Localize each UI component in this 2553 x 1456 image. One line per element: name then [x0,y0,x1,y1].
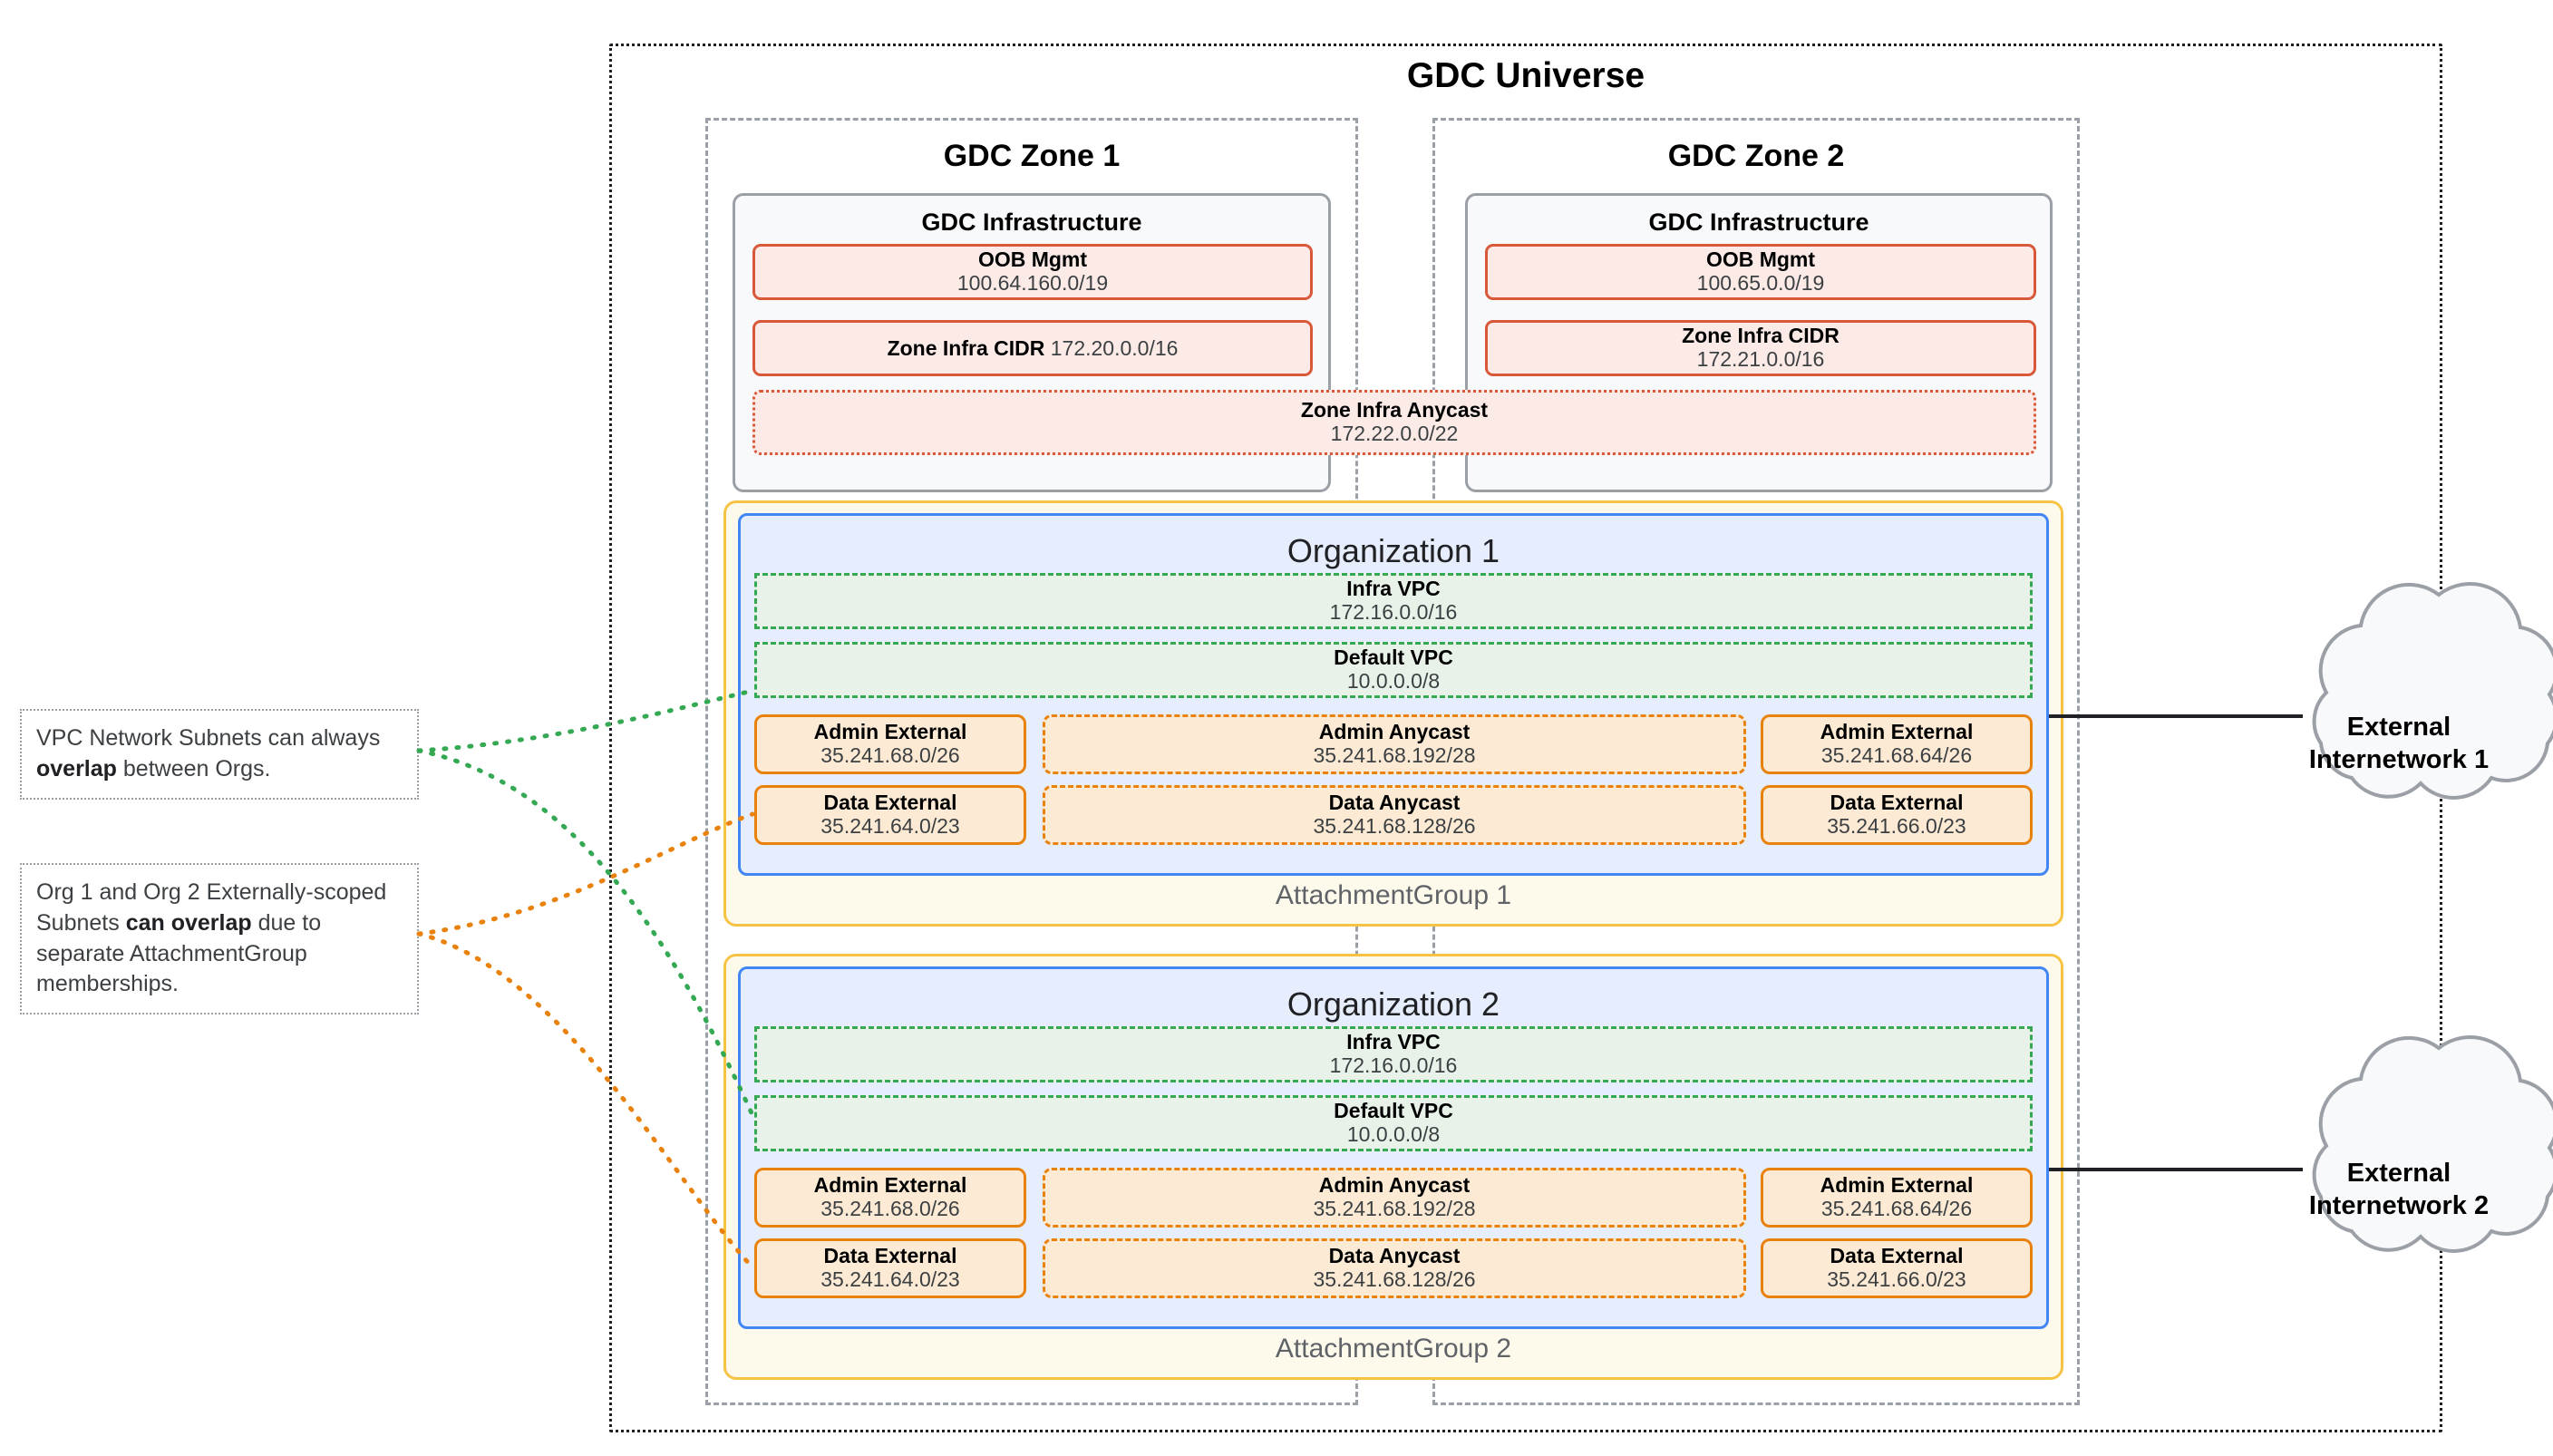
org-2-data-external-right: Data External 35.241.66.0/23 [1761,1238,2033,1298]
org-1-data-external-right: Data External 35.241.66.0/23 [1761,785,2033,845]
org-2-admin-anycast-label: Admin Anycast [1318,1172,1471,1197]
org-2-infra-vpc-cidr: 172.16.0.0/16 [1329,1053,1458,1078]
org-1-admin-external-right-cidr: 35.241.68.64/26 [1820,743,1973,768]
organization-2-title: Organization 2 [1286,985,1500,1023]
note-2-text-before: Org 1 and Org 2 Externally-scoped Subnet… [36,879,387,936]
org-2-admin-anycast: Admin Anycast 35.241.68.192/28 [1043,1168,1746,1228]
org-2-admin-external-right: Admin External 35.241.68.64/26 [1761,1168,2033,1228]
zone-1-infra-cidr-value: 172.20.0.0/16 [1050,335,1179,360]
zone-2-oob-mgmt-label: OOB Mgmt [1705,247,1816,271]
org-1-default-vpc-label: Default VPC [1334,645,1453,669]
zone-2-oob-mgmt-cidr: 100.65.0.0/19 [1696,271,1825,296]
org-2-data-external-left-label: Data External [823,1243,957,1267]
gdc-zone-2-title: GDC Zone 2 [1667,139,1845,173]
external-internetwork-2-line1: External [2346,1158,2451,1188]
org-1-infra-vpc-box: Infra VPC 172.16.0.0/16 [754,573,2033,629]
external-internetwork-2-label: External Internetwork 2 [2254,1157,2544,1223]
zone-1-oob-mgmt-box: OOB Mgmt 100.64.160.0/19 [752,244,1313,300]
org-2-data-external-left-cidr: 35.241.64.0/23 [820,1267,960,1292]
org-2-infra-vpc-label: Infra VPC [1346,1029,1441,1053]
zone-1-infra-cidr-label: Zone Infra CIDR [887,335,1045,360]
org-1-admin-anycast: Admin Anycast 35.241.68.192/28 [1043,714,1746,774]
note-1-emphasis: overlap [36,755,117,781]
org-1-data-external-left: Data External 35.241.64.0/23 [754,785,1026,845]
zone-1-infra-cidr-line: Zone Infra CIDR 172.20.0.0/16 [888,336,1179,361]
org-1-admin-anycast-label: Admin Anycast [1318,719,1471,743]
org-1-data-external-left-cidr: 35.241.64.0/23 [820,814,960,839]
org-1-default-vpc-cidr: 10.0.0.0/8 [1346,669,1441,694]
note-1-text-after: between Orgs. [116,755,271,781]
zone-2-oob-mgmt-box: OOB Mgmt 100.65.0.0/19 [1485,244,2036,300]
zone-infra-anycast-label: Zone Infra Anycast [1300,397,1489,422]
zone-2-infra-cidr-label: Zone Infra CIDR [1682,323,1840,347]
org-1-admin-external-left: Admin External 35.241.68.0/26 [754,714,1026,774]
zone-2-infra-cidr-box: Zone Infra CIDR 172.21.0.0/16 [1485,320,2036,376]
org-1-admin-external-left-cidr: 35.241.68.0/26 [820,743,960,768]
zone-1-infra-cidr-box: Zone Infra CIDR 172.20.0.0/16 [752,320,1313,376]
note-external-subnet-overlap: Org 1 and Org 2 Externally-scoped Subnet… [20,863,419,1014]
note-2-emphasis: can overlap [125,909,252,936]
org-2-default-vpc-cidr: 10.0.0.0/8 [1346,1122,1441,1147]
org-2-default-vpc-box: Default VPC 10.0.0.0/8 [754,1095,2033,1151]
org-2-admin-anycast-cidr: 35.241.68.192/28 [1313,1197,1476,1221]
note-1-text-before: VPC Network Subnets can always [36,725,381,751]
org-2-admin-external-right-label: Admin External [1820,1172,1974,1197]
external-internetwork-2-cloud: External Internetwork 2 [2254,1108,2544,1271]
org-1-data-anycast-label: Data Anycast [1328,790,1461,814]
org-2-data-anycast-cidr: 35.241.68.128/26 [1313,1267,1476,1292]
gdc-zone-1-title: GDC Zone 1 [943,139,1121,173]
org-2-admin-external-left: Admin External 35.241.68.0/26 [754,1168,1026,1228]
zone-1-oob-mgmt-label: OOB Mgmt [977,247,1088,271]
org-2-default-vpc-label: Default VPC [1334,1098,1453,1122]
external-internetwork-1-line1: External [2346,712,2451,742]
org-2-data-external-right-label: Data External [1830,1243,1964,1267]
zone-infra-anycast-box: Zone Infra Anycast 172.22.0.0/22 [752,390,2036,455]
org-2-infra-vpc-box: Infra VPC 172.16.0.0/16 [754,1026,2033,1082]
org-1-admin-external-right-label: Admin External [1820,719,1974,743]
org-1-infra-vpc-label: Infra VPC [1346,576,1441,600]
zone-infra-anycast-cidr: 172.22.0.0/22 [1330,422,1459,446]
org-2-admin-external-left-cidr: 35.241.68.0/26 [820,1197,960,1221]
external-internetwork-2-line2: Internetwork 2 [2308,1191,2490,1220]
org-1-default-vpc-box: Default VPC 10.0.0.0/8 [754,642,2033,698]
org-1-infra-vpc-cidr: 172.16.0.0/16 [1329,600,1458,625]
zone-1-oob-mgmt-cidr: 100.64.160.0/19 [956,271,1109,296]
org-1-data-external-left-label: Data External [823,790,957,814]
org-2-data-anycast: Data Anycast 35.241.68.128/26 [1043,1238,1746,1298]
org-1-data-external-right-label: Data External [1830,790,1964,814]
external-internetwork-1-cloud: External Internetwork 1 [2254,662,2544,825]
attachment-group-1-label: AttachmentGroup 1 [1275,880,1512,910]
org-2-data-anycast-label: Data Anycast [1328,1243,1461,1267]
organization-1-title: Organization 1 [1286,532,1500,569]
external-internetwork-1-line2: Internetwork 1 [2308,745,2490,774]
attachment-group-2-label: AttachmentGroup 2 [1275,1334,1512,1364]
org-2-data-external-left: Data External 35.241.64.0/23 [754,1238,1026,1298]
org-1-admin-external-left-label: Admin External [813,719,967,743]
org-1-data-anycast: Data Anycast 35.241.68.128/26 [1043,785,1746,845]
org-1-data-anycast-cidr: 35.241.68.128/26 [1313,814,1476,839]
note-2-text-after: due to separate AttachmentGroup membersh… [36,909,322,997]
org-1-admin-external-right: Admin External 35.241.68.64/26 [1761,714,2033,774]
org-2-admin-external-left-label: Admin External [813,1172,967,1197]
org-2-admin-external-right-cidr: 35.241.68.64/26 [1820,1197,1973,1221]
note-vpc-overlap: VPC Network Subnets can always overlap b… [20,709,419,800]
org-1-admin-anycast-cidr: 35.241.68.192/28 [1313,743,1476,768]
zone-2-infra-cidr-value: 172.21.0.0/16 [1696,347,1825,372]
zone-2-infrastructure-title: GDC Infrastructure [1648,209,1869,236]
external-internetwork-1-label: External Internetwork 1 [2254,711,2544,777]
org-2-data-external-right-cidr: 35.241.66.0/23 [1827,1267,1966,1292]
gdc-universe-title: GDC Universe [1406,56,1645,95]
zone-1-infrastructure-title: GDC Infrastructure [921,209,1142,236]
org-1-data-external-right-cidr: 35.241.66.0/23 [1827,814,1966,839]
